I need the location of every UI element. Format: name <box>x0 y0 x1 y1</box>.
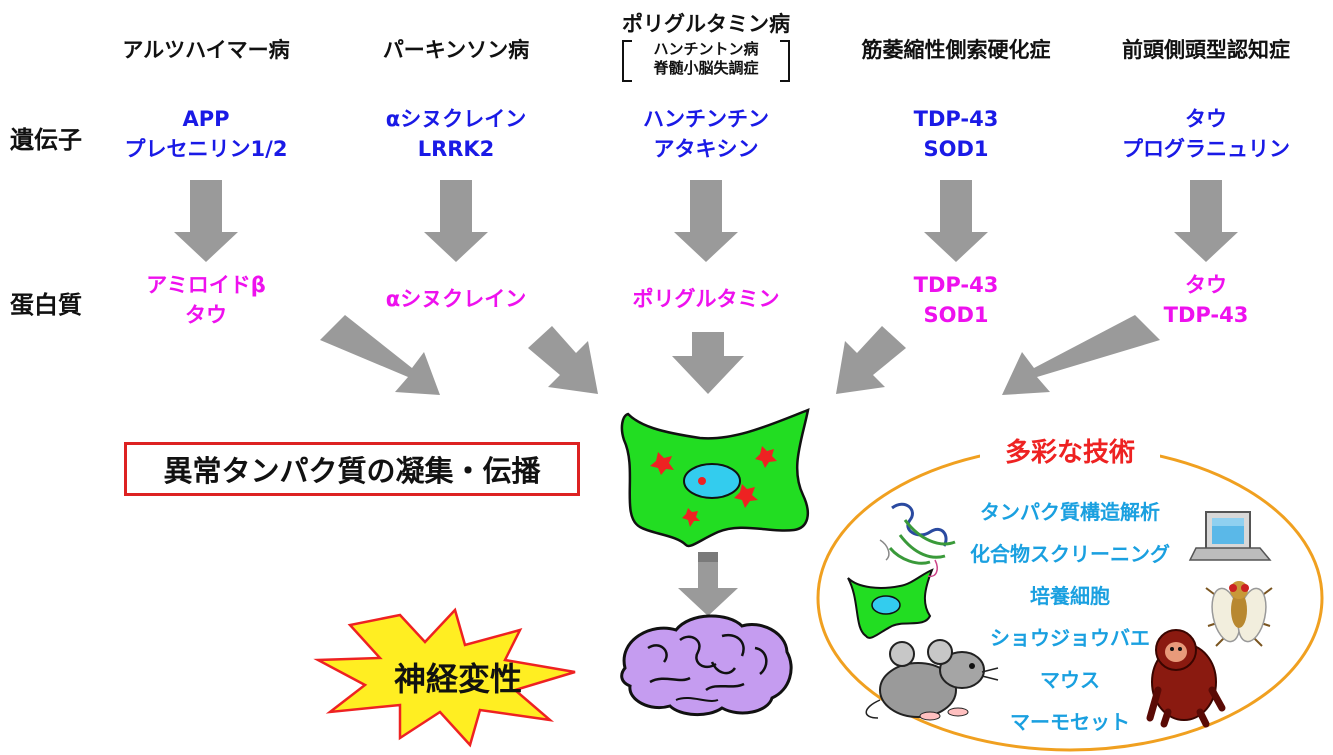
subtype-name: 脊髄小脳失調症 <box>653 59 759 77</box>
arrow-down-4 <box>924 180 988 262</box>
left-bracket <box>622 40 632 82</box>
aggregate-dot <box>682 508 700 527</box>
technique-compound-screening: 化合物スクリーニング <box>970 542 1170 566</box>
protein-name: タウ <box>185 303 227 327</box>
gene-list-parkinson: αシヌクレイン LRRK2 <box>336 104 576 164</box>
technique-mouse: マウス <box>1040 668 1100 692</box>
row-label-gene: 遺伝子 <box>10 126 82 154</box>
protein-list-als: TDP-43 SOD1 <box>836 270 1076 330</box>
arrow-down-2 <box>424 180 488 262</box>
neurodegeneration-label: 神経変性 <box>393 660 522 698</box>
gene-name: LRRK2 <box>417 137 495 161</box>
aggregate-dot <box>755 446 777 468</box>
gene-list-alzheimer: APP プレセニリン1/2 <box>86 104 326 164</box>
arrow-converge-2 <box>528 326 598 394</box>
brain-icon <box>620 614 793 716</box>
arrow-down-1 <box>174 180 238 262</box>
protein-name: タウ <box>1185 273 1227 297</box>
technique-cultured-cells: 培養細胞 <box>1030 584 1110 608</box>
arrow-converge-1 <box>320 315 440 395</box>
protein-name: SOD1 <box>923 303 989 327</box>
gene-name: タウ <box>1185 107 1227 131</box>
polyglutamine-subtypes: ハンチントン病 脊髄小脳失調症 <box>618 38 794 82</box>
arrow-converge-3 <box>672 332 744 394</box>
gene-name: APP <box>182 107 230 131</box>
protein-list-parkinson: αシヌクレイン <box>336 284 576 314</box>
disease-alzheimer: アルツハイマー病 <box>122 38 290 62</box>
protein-name: ポリグルタミン <box>632 287 780 311</box>
gene-name: プレセニリン1/2 <box>124 137 288 161</box>
protein-structure-icon <box>879 502 956 578</box>
small-cell-icon <box>847 568 934 639</box>
techniques-title: 多彩な技術 <box>1004 438 1135 468</box>
disease-parkinson: パーキンソン病 <box>382 38 530 62</box>
aggregate-dot <box>734 484 758 508</box>
gene-list-als: TDP-43 SOD1 <box>836 104 1076 164</box>
arrow-converge-4 <box>836 326 906 394</box>
aggregate-dot <box>650 452 674 475</box>
monkey-icon <box>1146 629 1226 728</box>
row-label-protein: 蛋白質 <box>10 291 82 319</box>
right-bracket <box>780 40 790 82</box>
technique-marmoset: マーモセット <box>1010 710 1130 734</box>
protein-name: αシヌクレイン <box>385 287 527 311</box>
protein-name: TDP-43 <box>913 273 999 297</box>
arrow-converge-5 <box>1002 315 1160 395</box>
gene-name: TDP-43 <box>913 107 999 131</box>
subtype-name: ハンチントン病 <box>653 40 759 58</box>
cell-icon <box>620 408 810 548</box>
disease-als: 筋萎縮性側索硬化症 <box>861 38 1051 62</box>
protein-name: アミロイドβ <box>146 273 266 297</box>
gene-list-ftd: タウ プログラニュリン <box>1086 104 1326 164</box>
burst-shape <box>313 607 576 748</box>
technique-drosophila: ショウジョウバエ <box>990 626 1150 650</box>
aggregation-label: 異常タンパク質の凝集・伝播 <box>163 454 541 488</box>
gene-name: ハンチンチン <box>643 107 769 131</box>
disease-polyglutamine: ポリグルタミン病 <box>622 12 790 36</box>
arrow-cell-to-brain <box>678 552 738 616</box>
mouse-icon <box>865 639 999 721</box>
disease-ftd: 前頭側頭型認知症 <box>1122 38 1290 62</box>
aggregation-box: 異常タンパク質の凝集・伝播 <box>124 442 580 496</box>
gene-name: プログラニュリン <box>1122 137 1290 161</box>
gene-name: αシヌクレイン <box>385 107 527 131</box>
arrow-down-5 <box>1174 180 1238 262</box>
technique-protein-structure: タンパク質構造解析 <box>980 500 1160 524</box>
gene-list-polyglutamine: ハンチンチン アタキシン <box>586 104 826 164</box>
computer-icon <box>1188 511 1272 561</box>
protein-list-ftd: タウ TDP-43 <box>1086 270 1326 330</box>
gene-name: アタキシン <box>653 137 759 161</box>
protein-list-polyglutamine: ポリグルタミン <box>586 284 826 314</box>
protein-list-alzheimer: アミロイドβ タウ <box>86 270 326 330</box>
gene-name: SOD1 <box>923 137 989 161</box>
arrow-down-3 <box>674 180 738 262</box>
fly-icon <box>1205 581 1273 647</box>
protein-name: TDP-43 <box>1163 303 1249 327</box>
